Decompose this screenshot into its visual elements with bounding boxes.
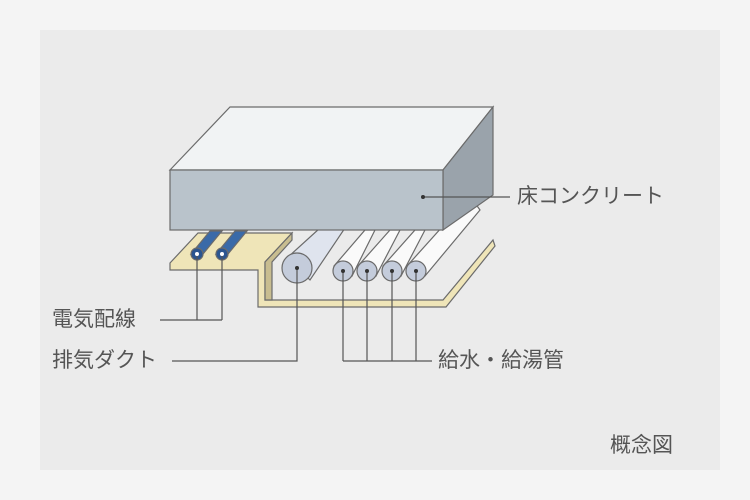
- label-electrical-wiring: 電気配線: [52, 309, 136, 330]
- label-exhaust-duct: 排気ダクト: [52, 350, 157, 371]
- floor-concrete-slab: [170, 107, 493, 230]
- caption: 概念図: [610, 435, 673, 456]
- label-water-supply-pipes: 給水・給湯管: [438, 350, 564, 371]
- label-floor-concrete: 床コンクリート: [517, 186, 664, 207]
